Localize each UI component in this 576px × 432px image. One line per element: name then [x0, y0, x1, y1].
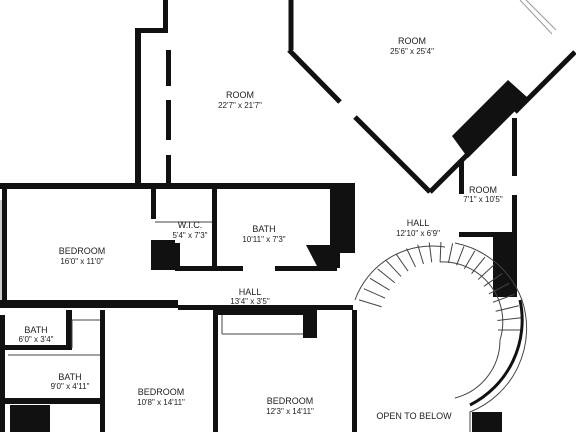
label-bath-sw: BATH — [58, 372, 81, 382]
room-labels: ROOM 25'6" x 25'4" ROOM 22'7" x 21'7" RO… — [19, 36, 503, 421]
dim-bath-small: 6'0" x 3'4" — [19, 335, 54, 344]
stair-tread — [377, 268, 396, 284]
stair-tread — [488, 282, 510, 295]
dim-room-center: 22'7" x 21'7" — [218, 101, 262, 110]
dim-bedroom-southeast: 12'3" x 14'11" — [266, 407, 314, 416]
stair-tread — [483, 273, 503, 287]
stair-tread — [358, 299, 382, 308]
interior-lines — [0, 200, 303, 356]
label-bedroom-west: BEDROOM — [59, 246, 106, 256]
stair-tread — [471, 256, 486, 274]
stair-tread — [417, 244, 424, 265]
label-bedroom-south: BEDROOM — [138, 387, 185, 397]
dim-room-small-e: 7'1" x 10'5" — [463, 195, 503, 204]
label-room-center: ROOM — [226, 90, 254, 100]
stair-tread — [428, 242, 433, 263]
label-open-to-below: OPEN TO BELOW — [376, 411, 452, 421]
label-wic: W.I.C. — [178, 220, 203, 230]
dim-bath-center: 10'11" x 7'3" — [242, 235, 285, 244]
label-hall-east: HALL — [407, 218, 430, 228]
dim-hall-east: 12'10" x 6'9" — [396, 229, 440, 238]
label-bath-small: BATH — [24, 325, 47, 335]
spiral-staircase — [354, 242, 528, 432]
stair-tread — [363, 288, 386, 299]
dim-bath-sw: 9'0" x 4'11" — [51, 382, 90, 391]
stair-tread — [492, 293, 515, 303]
stair-tread — [497, 317, 522, 322]
stair-tread — [477, 264, 495, 280]
label-bedroom-southeast: BEDROOM — [267, 396, 314, 406]
label-room-large-ne: ROOM — [398, 36, 426, 46]
dim-wic: 5'4" x 7'3" — [173, 231, 208, 240]
dim-hall-center: 13'4" x 3'5" — [230, 297, 270, 306]
stair-tread — [406, 248, 416, 268]
dim-bedroom-west: 16'0" x 11'0" — [60, 257, 103, 266]
stair-tread — [447, 243, 454, 264]
stair-tread — [385, 260, 402, 277]
stair-tread — [495, 305, 519, 312]
stair-tread — [463, 250, 476, 270]
label-hall-center: HALL — [239, 287, 262, 297]
stair-tread — [369, 277, 390, 291]
dim-room-large-ne: 25'6" x 25'4" — [390, 47, 434, 56]
label-bath-center: BATH — [252, 224, 275, 234]
stair-tread — [395, 253, 409, 272]
dim-bedroom-south: 10'8" x 14'11" — [137, 398, 185, 407]
label-room-small-e: ROOM — [469, 185, 497, 195]
stair-tread — [439, 242, 442, 263]
stair-tread — [456, 246, 465, 266]
